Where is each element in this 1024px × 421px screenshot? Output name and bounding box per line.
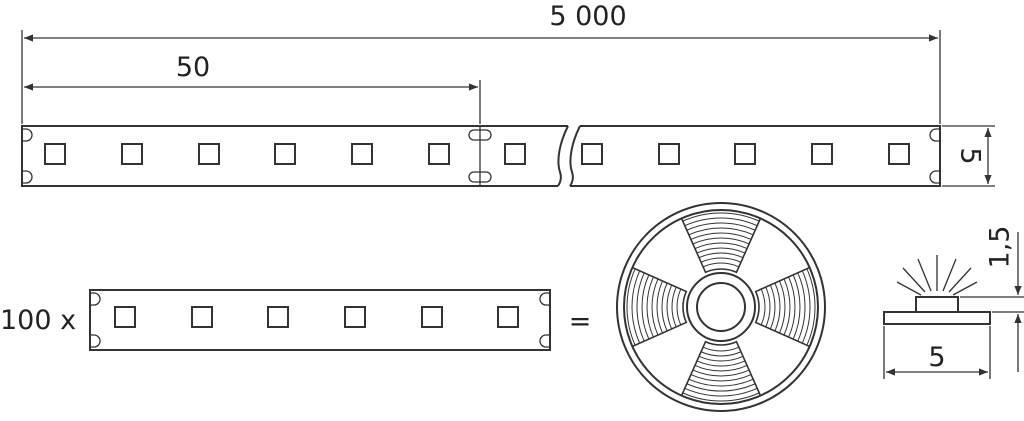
reel-winding-arc (702, 262, 740, 268)
strip-width-label: 5 (955, 147, 986, 164)
cross-section-width-label: 5 (928, 342, 945, 373)
reel-winding-arc (806, 268, 816, 346)
reel-winding-arc (666, 284, 673, 330)
reel-winding-arc (631, 270, 641, 344)
reel-winding-arc (698, 252, 744, 259)
reel-winding-arc (696, 360, 746, 367)
led-chip-icon (44, 143, 66, 165)
reel-winding-arc (696, 247, 746, 254)
equals-sign: = (569, 306, 592, 337)
led-chip-icon (351, 143, 373, 165)
total-length-dimension: 5 000 (21, 1, 941, 124)
reel-winding-arc (797, 272, 806, 342)
led-chip-icon (114, 306, 136, 328)
led-chip-icon (421, 306, 443, 328)
light-rays-icon (896, 255, 978, 296)
reel-window (680, 210, 762, 274)
reel-winding-arc (692, 237, 750, 245)
segment-count-label: 100 x (0, 305, 76, 336)
led-chip-icon (428, 143, 450, 165)
led-chip-icon (504, 143, 526, 165)
reel-winding-arc (682, 392, 760, 402)
reel-winding-arc (682, 212, 760, 222)
led-chip-icon (888, 143, 910, 165)
strip-profile (883, 311, 991, 325)
led-chip-icon (811, 143, 833, 165)
reel-winding-arc (779, 280, 786, 334)
reel-winding-arc (792, 274, 801, 340)
reel-icon (616, 202, 826, 412)
led-chip-icon (267, 306, 289, 328)
reel-winding-arc (702, 346, 740, 352)
reel-window (624, 266, 688, 348)
reel-winding-arc (694, 242, 748, 249)
segment-length-dimension: 50 (24, 52, 481, 124)
reel-winding-arc (688, 227, 754, 236)
reel-window (754, 266, 818, 348)
cut-mark (468, 126, 492, 186)
segment-length-label: 50 (176, 52, 210, 83)
reel-winding-arc (698, 355, 744, 362)
reel-winding-arc (661, 282, 668, 332)
reel-winding-arc (626, 268, 636, 346)
reel-winding-arc (676, 288, 682, 326)
reel-winding-arc (651, 278, 659, 336)
reel-winding-arc (760, 288, 766, 326)
led-chip-icon (497, 306, 519, 328)
reel-winding-arc (690, 374, 752, 382)
reel-winding-arc (684, 387, 758, 397)
led-chip-icon (734, 143, 756, 165)
led-strip-full (21, 125, 941, 187)
led-chip-icon (121, 143, 143, 165)
reel-winding-arc (700, 257, 742, 263)
reel-winding-arc (636, 272, 645, 342)
led-chip-icon (198, 143, 220, 165)
reel-winding-arc (688, 378, 754, 387)
strip-width-dimension: 5 (942, 125, 995, 187)
reel-winding-arc (769, 284, 776, 330)
reel-winding-arc (801, 270, 811, 344)
led-height-label: 1,5 (985, 226, 1016, 269)
cross-section: 1,5 5 (883, 226, 1024, 379)
led-chip-icon (344, 306, 366, 328)
reel-winding-arc (700, 351, 742, 357)
reel-winding-arc (788, 276, 796, 338)
reel-winding-arc (686, 383, 756, 392)
led-chip-icon (581, 143, 603, 165)
reel-winding-arc (692, 369, 750, 377)
led-strip-segment (89, 289, 551, 351)
reel-winding-arc (684, 217, 758, 227)
reel-winding-arc (671, 286, 677, 328)
reel-winding-arc (656, 280, 663, 334)
reel-winding-arc (694, 365, 748, 372)
reel-winding-arc (774, 282, 781, 332)
reel-winding-arc (646, 276, 654, 338)
total-length-label: 5 000 (549, 1, 626, 32)
reel-winding-arc (686, 222, 756, 231)
reel-window (680, 340, 762, 404)
led-chip-icon (915, 296, 959, 313)
reel-winding-arc (690, 232, 752, 240)
led-chip-icon (274, 143, 296, 165)
led-chip-icon (658, 143, 680, 165)
reel-winding-arc (783, 278, 791, 336)
led-chip-icon (191, 306, 213, 328)
reel-winding-arc (641, 274, 650, 340)
reel-winding-arc (765, 286, 771, 328)
